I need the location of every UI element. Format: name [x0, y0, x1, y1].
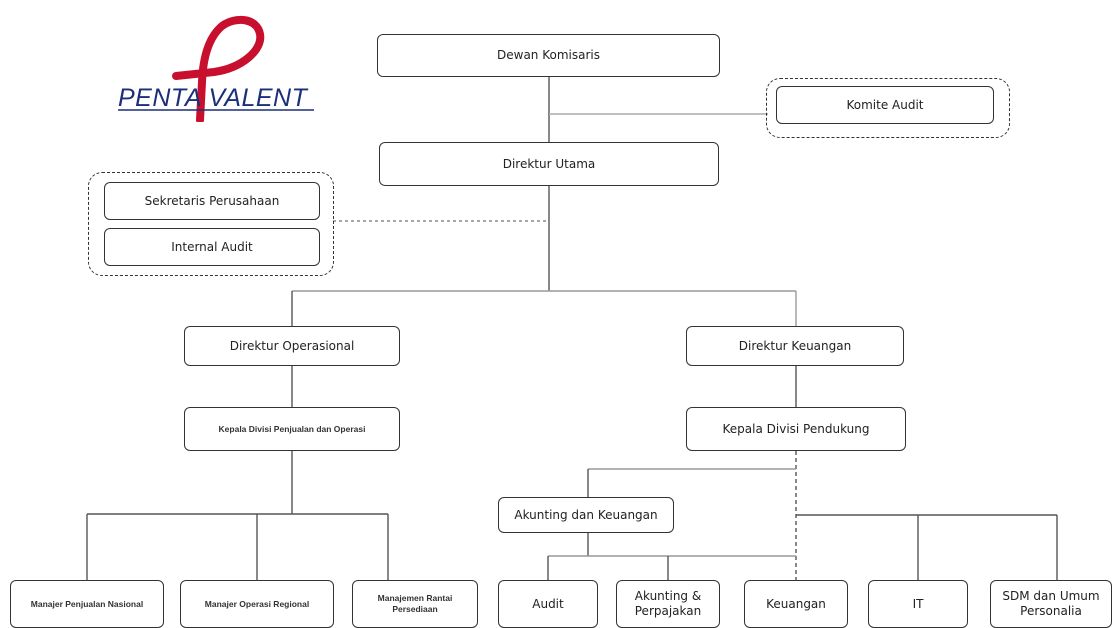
node-akunting-dan-keuangan: Akunting dan Keuangan: [498, 497, 674, 533]
node-direktur-utama: Direktur Utama: [379, 142, 719, 186]
node-internal-audit: Internal Audit: [104, 228, 320, 266]
node-manajemen-rantai-persediaan: Manajemen Rantai Persediaan: [352, 580, 478, 628]
node-kepala-divisi-pendukung: Kepala Divisi Pendukung: [686, 407, 906, 451]
node-audit: Audit: [498, 580, 598, 628]
node-manajer-penjualan-nasional: Manajer Penjualan Nasional: [10, 580, 164, 628]
node-komite-audit: Komite Audit: [776, 86, 994, 124]
staff-group: [88, 172, 334, 276]
logo-text: PENTA VALENT: [118, 84, 308, 112]
pentavalent-logo: [118, 15, 314, 122]
node-direktur-keuangan: Direktur Keuangan: [686, 326, 904, 366]
node-sekretaris-perusahaan: Sekretaris Perusahaan: [104, 182, 320, 220]
node-keuangan: Keuangan: [744, 580, 848, 628]
komite-audit-group: [766, 78, 1010, 138]
node-akunting-perpajakan: Akunting & Perpajakan: [616, 580, 720, 628]
node-direktur-operasional: Direktur Operasional: [184, 326, 400, 366]
node-dewan-komisaris: Dewan Komisaris: [377, 34, 720, 77]
node-it: IT: [868, 580, 968, 628]
node-sdm-umum: SDM dan Umum Personalia: [990, 580, 1112, 628]
node-manajer-operasi-regional: Manajer Operasi Regional: [180, 580, 334, 628]
node-kepala-divisi-penjualan: Kepala Divisi Penjualan dan Operasi: [184, 407, 400, 451]
